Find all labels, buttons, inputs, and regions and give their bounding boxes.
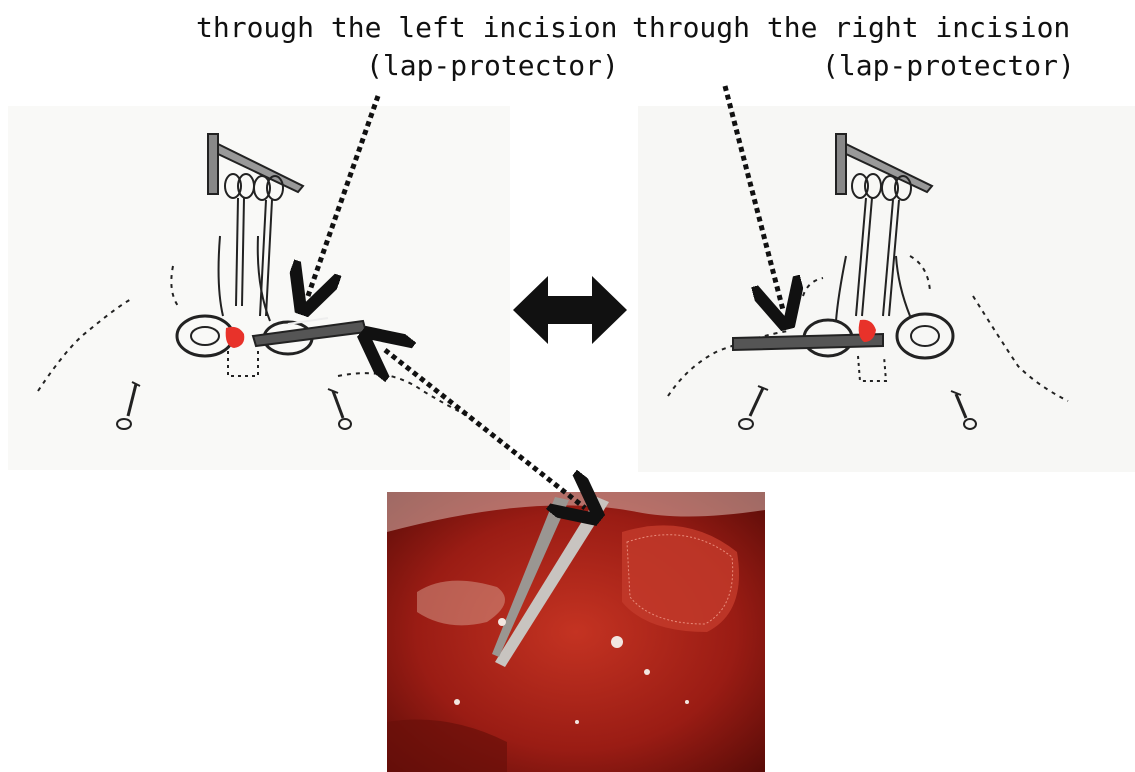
left-sketch-drawing [8, 106, 510, 470]
vertebra-outline [228, 351, 258, 376]
trocar-left [739, 386, 768, 429]
retractor-post [836, 134, 846, 194]
clamp-jaw-2 [896, 256, 910, 316]
caption-left-line1: through the left incision [196, 10, 617, 46]
trocar-left [117, 382, 140, 429]
trocar-right [328, 389, 351, 429]
endoscopic-photo [387, 492, 765, 772]
clamp-shaft-2 [260, 200, 272, 316]
lap-protector-left-inner [191, 327, 219, 345]
lap-protector-left [177, 316, 233, 356]
caption-left-line2: (lap-protector) [366, 48, 619, 84]
right-incision-sketch [638, 106, 1135, 472]
endoscopic-photo-drawing [387, 492, 765, 772]
trocar-right [951, 391, 976, 429]
body-outline-left [38, 298, 133, 391]
clamp-jaw-1 [219, 236, 223, 316]
caption-right-line1: through the right incision [632, 10, 1070, 46]
body-outline-right [973, 296, 1068, 401]
clamp-jaw-1 [836, 256, 846, 321]
retractor-arm [218, 144, 303, 192]
lap-protector-right [897, 314, 953, 358]
retractor-post [208, 134, 218, 194]
stapler-instrument [253, 321, 366, 346]
left-incision-sketch [8, 106, 510, 470]
clamp-shaft-1 [856, 198, 872, 316]
clamp-shaft-1 [236, 198, 244, 306]
vertebra-outline [858, 356, 886, 381]
retractor-arm [846, 144, 932, 192]
caption-right-line2: (lap-protector) [822, 48, 1075, 84]
right-sketch-drawing [638, 106, 1135, 472]
body-outline-right [338, 373, 468, 416]
double-headed-arrow-icon [513, 276, 627, 344]
lap-protector-right-inner [911, 326, 939, 346]
